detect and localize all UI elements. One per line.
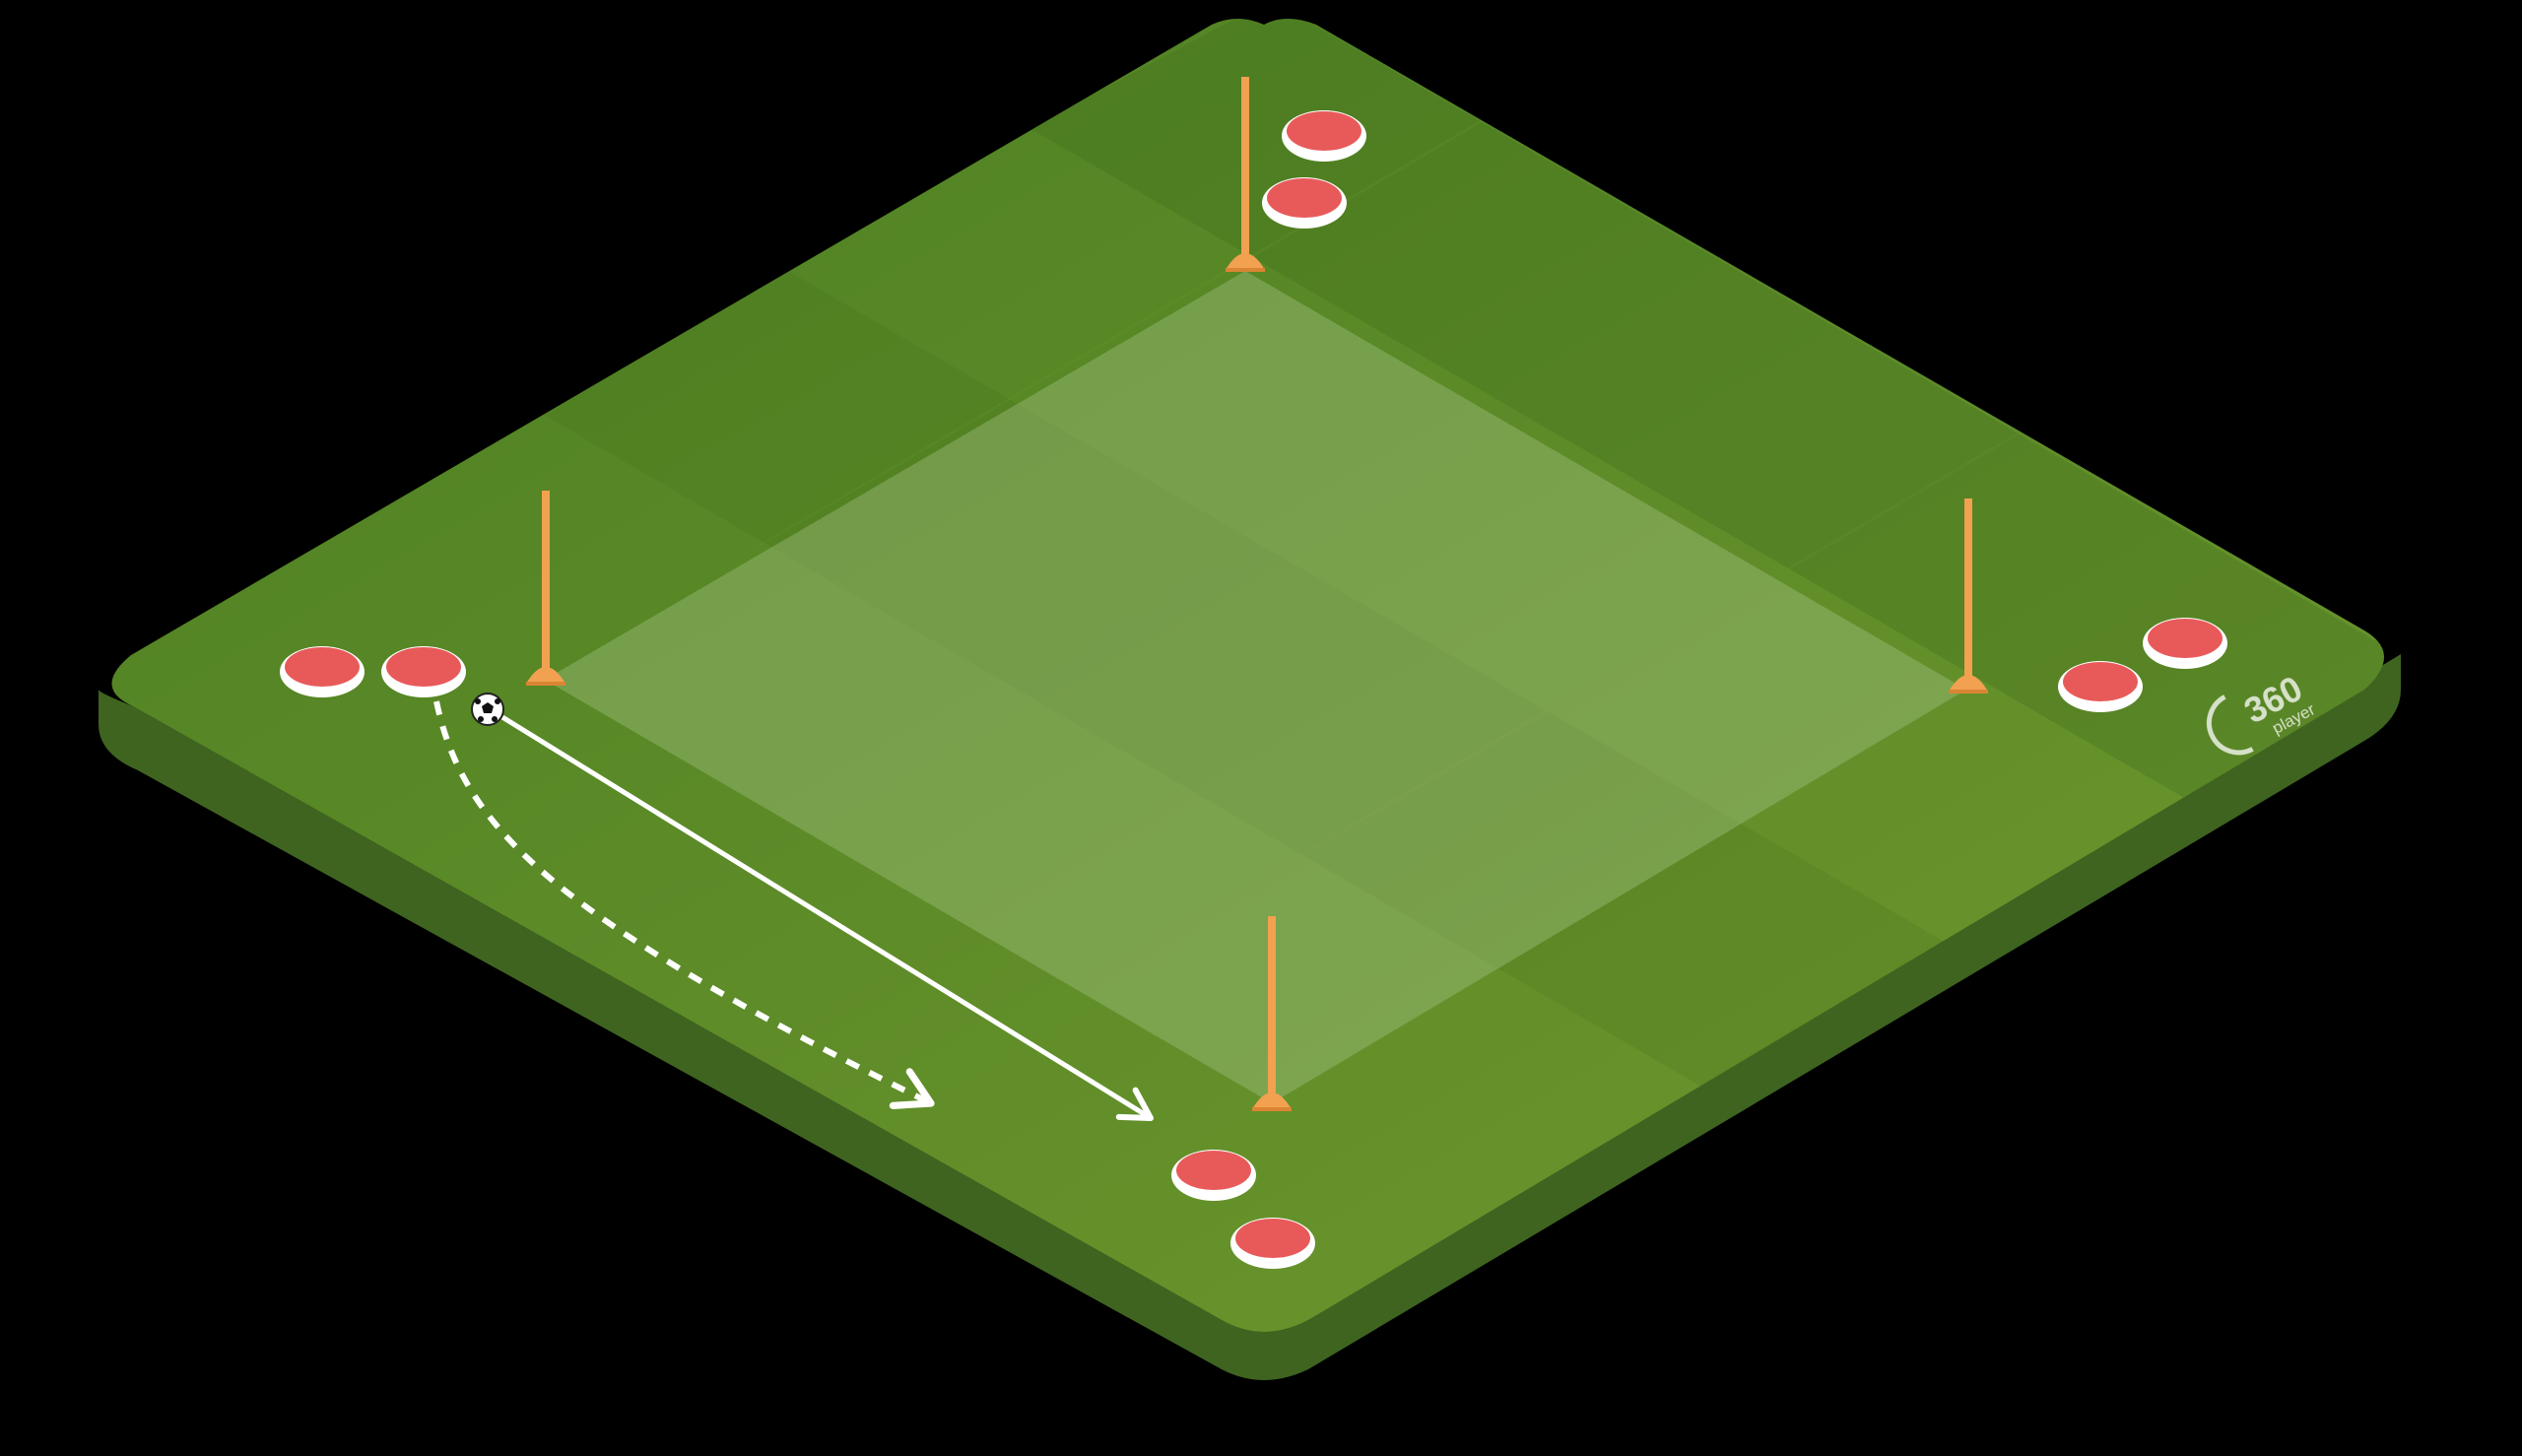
player [381,646,466,697]
pass-arrow [500,714,1154,1121]
cone-pole-top [1226,77,1265,272]
cone-pole-left [526,491,565,686]
player [280,646,365,697]
cone-pole-right [1949,498,1988,694]
player-group-left [280,646,466,697]
player-group-top [1262,110,1366,229]
player [1171,1150,1256,1201]
player-group-bottom [1171,1150,1315,1269]
player [1282,110,1366,162]
player-group-right [2058,618,2227,712]
grid-area [545,271,1966,1103]
cone-pole-bottom [1252,916,1292,1111]
player [1262,177,1347,229]
player [2058,661,2143,712]
pitch-surface [111,19,2385,1332]
soccer-ball-icon [471,693,504,726]
player [2143,618,2227,669]
player [1230,1218,1315,1269]
run-arrow [433,700,935,1109]
